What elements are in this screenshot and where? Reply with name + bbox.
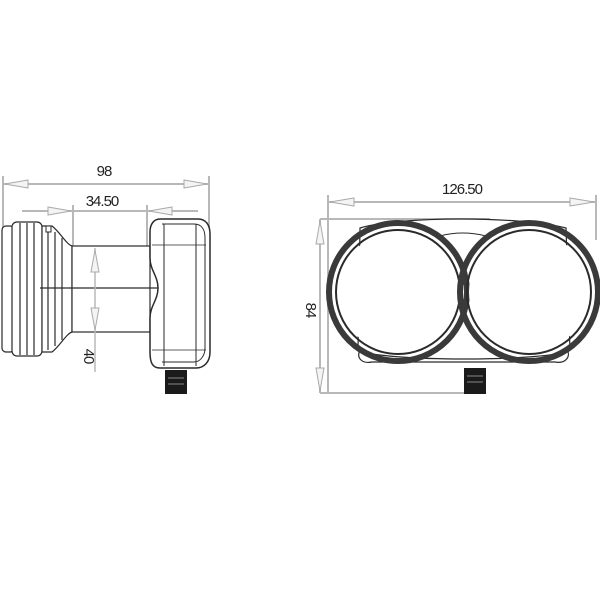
- lnb-body-side: [149, 218, 211, 369]
- width-label: 126.50: [442, 181, 483, 198]
- neck-diameter-label: 40: [80, 349, 97, 364]
- dimension-neck-length: [22, 205, 198, 248]
- dimension-neck-diameter: [90, 248, 100, 372]
- neck-length-label: 34.50: [86, 193, 119, 210]
- neck: [40, 245, 210, 333]
- feed-horn: [1, 221, 73, 357]
- f-connector-front: [464, 368, 486, 394]
- front-view: 126.50 84: [302, 181, 600, 394]
- dimension-overall-length: [2, 176, 210, 240]
- f-connector-side: [165, 370, 187, 394]
- height-label: 84: [302, 303, 319, 318]
- dimension-height: [315, 218, 490, 394]
- feed-ring-right: [457, 220, 600, 364]
- feed-ring-left: [326, 220, 470, 364]
- overall-length-label: 98: [97, 163, 112, 180]
- side-view: 98 34.50: [1, 163, 211, 394]
